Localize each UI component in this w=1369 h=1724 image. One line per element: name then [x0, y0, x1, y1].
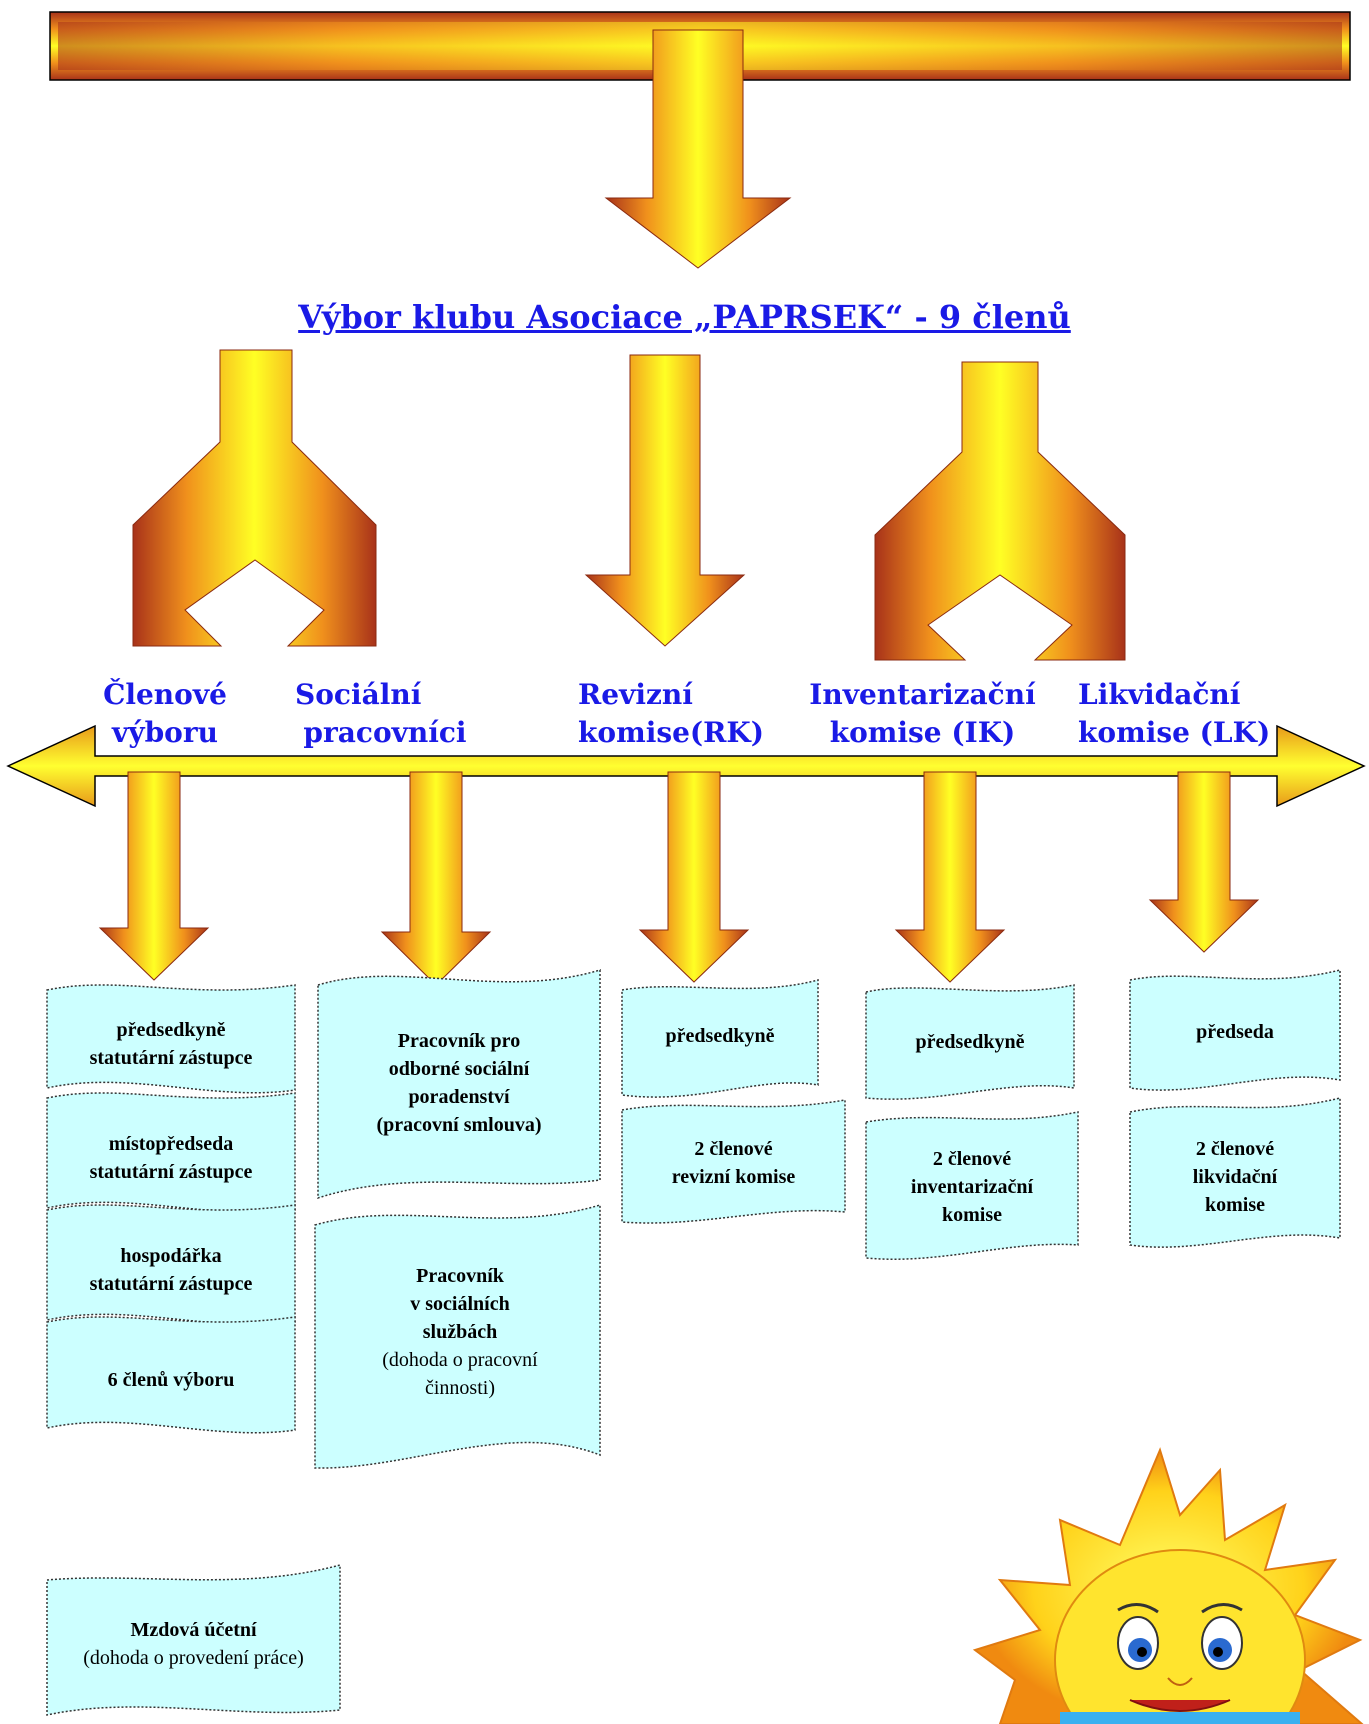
committee-title: Výbor klubu Asociace „PAPRSEK“ - 9 členů: [298, 298, 1071, 336]
text-2-clenove-likvidacni: 2 členové likvidační komise: [1130, 1135, 1340, 1219]
text-line: 2 členové: [1195, 1138, 1275, 1160]
text-predseda: předseda: [1130, 1018, 1340, 1046]
text-line: předseda: [1196, 1021, 1274, 1043]
box-2-clenove-inventarizacni: [865, 1111, 1079, 1260]
text-line: statutární zástupce: [89, 1273, 253, 1295]
text-line: předsedkyně: [116, 1019, 226, 1041]
box-2-clenove-revizni: [621, 1099, 846, 1224]
text-line: místopředseda: [108, 1133, 234, 1155]
text-line: poradenství: [408, 1086, 510, 1108]
down-arrow-likvidacni: [1148, 771, 1260, 953]
category-revizni-line2: komise(RK): [578, 716, 765, 749]
text-line: (pracovní smlouva): [376, 1114, 542, 1136]
box-pracovnik-sluzby: [314, 1203, 601, 1469]
text-line: Pracovník: [416, 1265, 504, 1287]
text-pracovnik-poradenstvi: Pracovník pro odborné sociální poradenst…: [318, 1027, 600, 1139]
text-line: revizní komise: [671, 1166, 796, 1188]
main-down-arrow: [604, 29, 792, 269]
box-predsedkyne-inventarizacni: [865, 984, 1075, 1100]
text-line: Mzdová účetní: [130, 1619, 257, 1641]
fork-arrow-left: [132, 349, 377, 647]
box-pracovnik-poradenstvi: [317, 968, 601, 1200]
category-revizni-line1: Revizní: [578, 678, 693, 711]
text-hospodarka: hospodářka statutární zástupce: [47, 1242, 295, 1298]
category-inventarizacni-line1: Inventarizační: [809, 678, 1036, 711]
horizontal-double-arrow: [6, 724, 1366, 808]
text-line: předsedkyně: [915, 1031, 1025, 1053]
sun-mascot-image: [972, 1447, 1364, 1724]
text-line: likvidační: [1192, 1166, 1278, 1188]
text-line: hospodářka: [120, 1245, 222, 1267]
text-line: službách: [422, 1321, 498, 1343]
text-predsedkyne-revizni: předsedkyně: [622, 1022, 818, 1050]
text-2-clenove-revizni: 2 členové revizní komise: [622, 1135, 845, 1191]
text-mzdova-ucetni: Mzdová účetní (dohoda o provedení práce): [47, 1616, 340, 1672]
category-likvidacni: Likvidační komise (LK): [1078, 676, 1278, 752]
text-line: odborné sociální: [388, 1058, 530, 1080]
text-line: (dohoda o pracovní: [382, 1349, 538, 1371]
box-mzdova-ucetni: [46, 1564, 341, 1716]
down-arrow-clenove: [98, 771, 210, 981]
text-line: statutární zástupce: [89, 1047, 253, 1069]
text-line: komise: [1205, 1194, 1265, 1216]
category-socialni: Sociální pracovníci: [295, 676, 475, 752]
text-line: 2 členové: [694, 1138, 773, 1160]
text-mistopredseda: místopředseda statutární zástupce: [47, 1130, 295, 1186]
text-2-clenove-inventarizacni: 2 členové inventarizační komise: [866, 1145, 1078, 1229]
category-revizni: Revizní komise(RK): [578, 676, 778, 752]
text-line: předsedkyně: [665, 1025, 775, 1047]
box-predsedkyne-clenove: [46, 984, 296, 1094]
category-socialni-line2: pracovníci: [303, 716, 467, 749]
text-predsedkyne-clenove: předsedkyně statutární zástupce: [47, 1016, 295, 1072]
center-down-arrow: [584, 354, 746, 647]
text-line: činnosti): [425, 1377, 495, 1399]
category-inventarizacni: Inventarizační komise (IK): [800, 676, 1045, 752]
text-line: 2 členové: [932, 1148, 1012, 1170]
text-6-clenu: 6 členů výboru: [47, 1366, 295, 1394]
category-likvidacni-line2: komise (LK): [1078, 716, 1271, 749]
category-clenove-line1: Členové: [103, 678, 227, 711]
text-line: komise: [942, 1204, 1002, 1226]
category-likvidacni-line1: Likvidační: [1078, 678, 1241, 711]
text-pracovnik-sluzby: Pracovník v sociálních službách (dohoda …: [335, 1262, 585, 1402]
text-line: statutární zástupce: [89, 1161, 253, 1183]
category-clenove: Členové výboru: [95, 676, 235, 752]
box-2-clenove-likvidacni: [1129, 1097, 1341, 1248]
text-line: inventarizační: [910, 1176, 1034, 1198]
text-predsedkyne-inventarizacni: předsedkyně: [866, 1028, 1074, 1056]
down-arrow-revizni: [638, 771, 750, 983]
category-clenove-line2: výboru: [112, 716, 218, 749]
box-predseda: [1129, 969, 1341, 1091]
text-line: Pracovník pro: [397, 1030, 521, 1052]
down-arrow-socialni: [380, 771, 492, 986]
category-inventarizacni-line2: komise (IK): [829, 716, 1016, 749]
text-line: v sociálních: [410, 1293, 510, 1315]
box-predsedkyne-revizni: [621, 979, 819, 1098]
down-arrow-inventarizacni: [894, 771, 1006, 983]
text-line: 6 členů výboru: [107, 1369, 235, 1391]
fork-arrow-right: [874, 361, 1126, 661]
category-socialni-line1: Sociální: [295, 678, 422, 711]
box-6-clenu: [46, 1316, 296, 1434]
text-line: (dohoda o provedení práce): [83, 1647, 304, 1669]
